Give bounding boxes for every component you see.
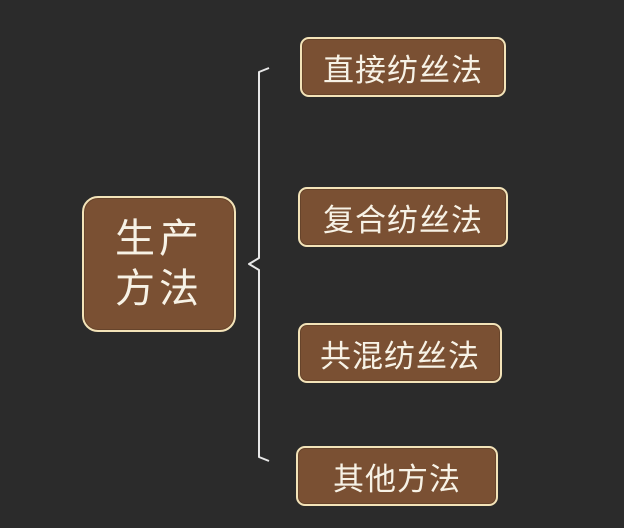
child-node-label: 共混纺丝法 <box>320 338 480 375</box>
child-node-composite-spinning: 复合纺丝法 <box>298 187 508 247</box>
child-node-blend-spinning: 共混纺丝法 <box>298 323 502 383</box>
child-node-other-methods: 其他方法 <box>296 446 498 506</box>
child-node-label: 直接纺丝法 <box>323 52 483 89</box>
child-node-label: 复合纺丝法 <box>323 202 483 239</box>
root-node-label-line-1: 生产 <box>115 216 203 262</box>
root-node-production-method: 生产 方法 <box>82 196 236 332</box>
bracket-line <box>248 67 270 462</box>
child-node-label: 其他方法 <box>333 461 461 498</box>
root-node-label-line-2: 方法 <box>115 266 203 312</box>
child-node-direct-spinning: 直接纺丝法 <box>300 37 506 97</box>
